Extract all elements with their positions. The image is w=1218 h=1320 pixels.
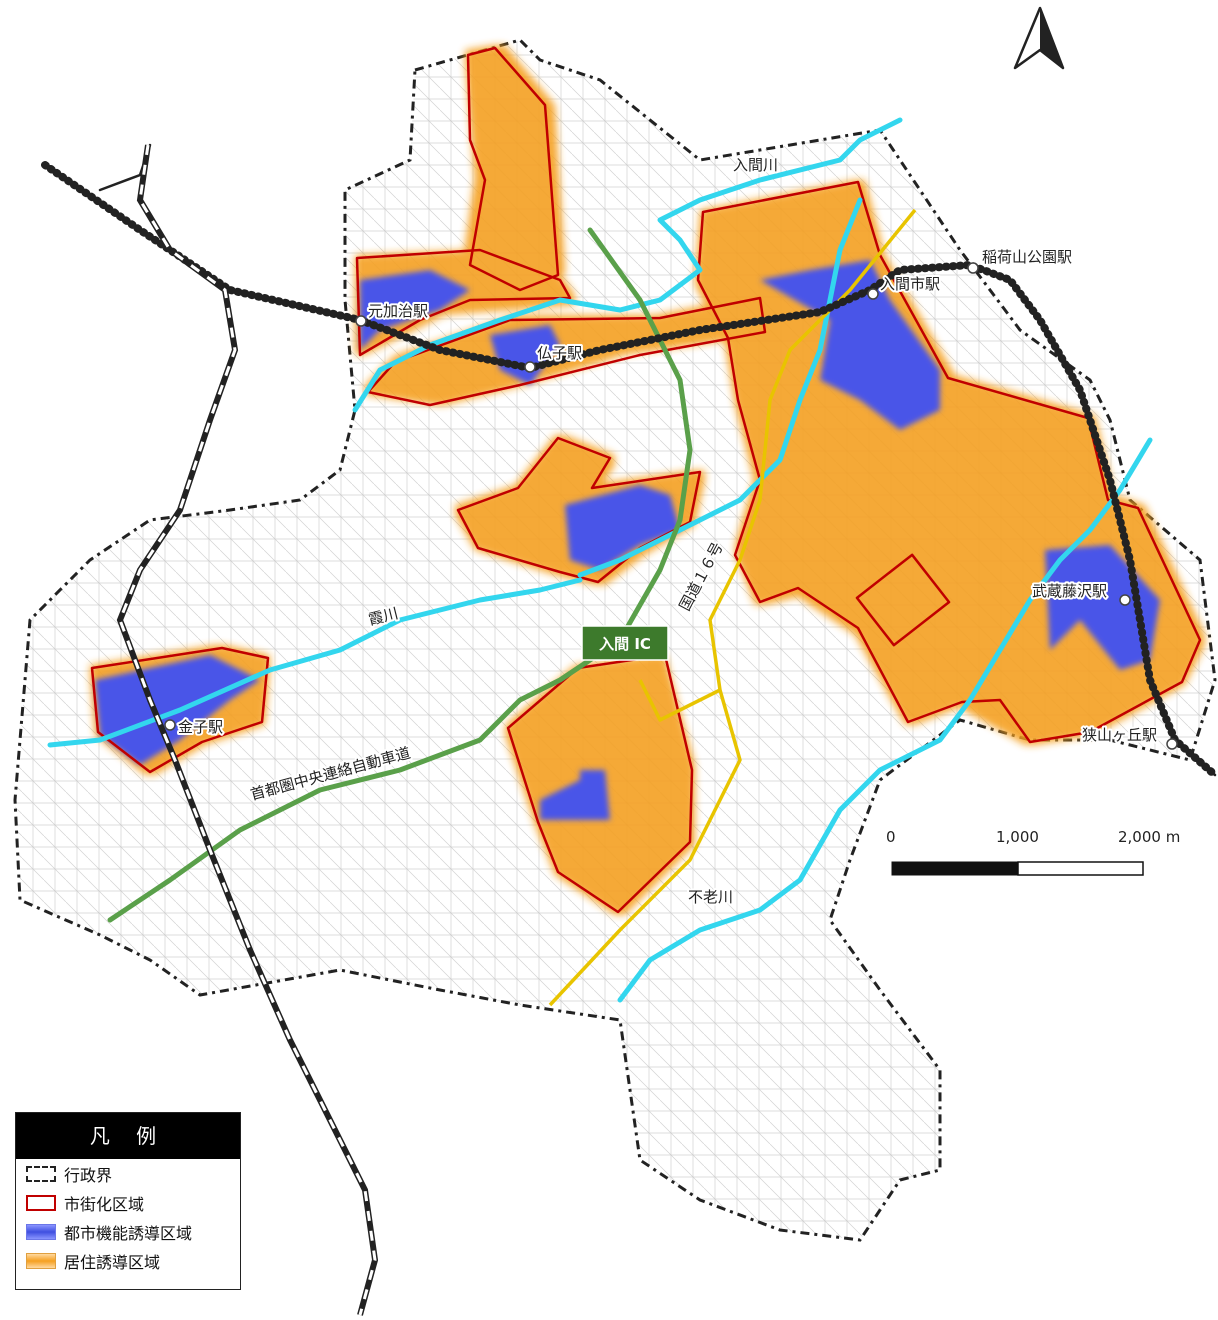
scale-label-1000: 1,000 (996, 828, 1039, 846)
legend-swatch-boundary (26, 1165, 56, 1182)
station-label-musashifujisawa: 武蔵藤沢駅 (1032, 582, 1107, 600)
station-label-sayamagaoka: 狭山ヶ丘駅 (1082, 726, 1157, 744)
station-label-irumashi: 入間市駅 (880, 275, 940, 293)
river-label-fukoku: 不老川 (688, 888, 733, 906)
station-markers (164, 262, 1178, 750)
legend-title: 凡 例 (16, 1113, 240, 1159)
scale-bar: 0 1,000 2,000 m (886, 828, 1180, 876)
ken-o-expressway (107, 227, 693, 923)
route-16 (548, 208, 917, 1007)
legend-label-boundary: 行政界 (64, 1165, 113, 1185)
station-marker-irumashi (867, 288, 879, 300)
legend-swatch-residential (26, 1252, 56, 1269)
north-arrow-icon (1013, 6, 1065, 70)
station-label-bushi: 仏子駅 (537, 344, 582, 362)
station-marker-kaneko (164, 719, 176, 731)
station-marker-inariyama (967, 262, 979, 274)
station-label-kaneko: 金子駅 (178, 718, 223, 736)
legend-swatch-urbanization (26, 1194, 56, 1211)
river-label-iruma: 入間川 (733, 156, 778, 174)
rivers (47, 117, 1153, 1003)
river-labels: 入間川 霞川 不老川 (365, 154, 780, 908)
iruma-ic-label: 入間 IC (599, 635, 651, 653)
legend-panel: 凡 例 行政界 市街化区域 都市機能誘導区域 居住誘導区域 (15, 1112, 241, 1290)
legend-swatch-urban-function (26, 1223, 56, 1240)
musashifujisawa-river (617, 437, 1153, 1003)
iruma-river (352, 117, 903, 413)
station-labels: 元加治駅 仏子駅 入間市駅 稲荷山公園駅 武蔵藤沢駅 狭山ヶ丘駅 金子駅 (176, 246, 1159, 746)
scale-label-2000: 2,000 m (1118, 828, 1180, 846)
legend-label-urban-function: 都市機能誘導区域 (64, 1223, 193, 1243)
scale-label-0: 0 (886, 828, 896, 846)
kasumi-river (47, 577, 583, 748)
jr-hachiko-line (116, 144, 379, 1316)
station-label-motokaji: 元加治駅 (368, 302, 428, 320)
iruma-ic-badge: 入間 IC (581, 625, 669, 661)
legend-item-boundary: 行政界 (16, 1159, 240, 1188)
station-marker-motokaji (355, 315, 367, 327)
station-marker-bushi (524, 361, 536, 373)
station-label-inariyama: 稲荷山公園駅 (982, 248, 1072, 266)
station-marker-sayamagaoka (1166, 738, 1178, 750)
station-marker-musashifujisawa (1119, 594, 1131, 606)
legend-item-urban-function: 都市機能誘導区域 (16, 1217, 240, 1246)
legend-item-residential: 居住誘導区域 (16, 1246, 240, 1275)
legend-label-urbanization: 市街化区域 (64, 1194, 145, 1214)
legend-item-urbanization: 市街化区域 (16, 1188, 240, 1217)
legend-label-residential: 居住誘導区域 (64, 1252, 161, 1272)
iruma-river-channel (577, 197, 863, 578)
